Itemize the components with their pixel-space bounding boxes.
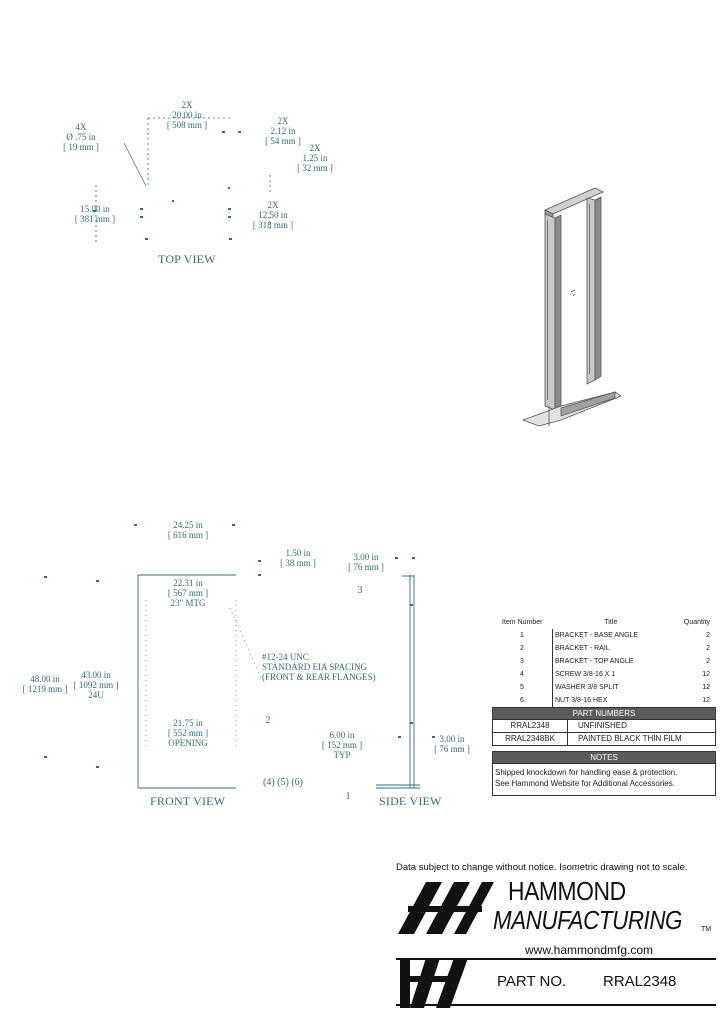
balloon-3: 3 xyxy=(357,585,363,596)
brand-name-line2: MANUFACTURING xyxy=(493,905,683,935)
divider xyxy=(396,958,716,960)
item-number: 6 xyxy=(520,697,524,704)
dim-6-00: 6.00 in[ 152 mm ]TYP xyxy=(321,730,363,760)
brand-name-line1: HAMMOND xyxy=(508,876,626,906)
item-number: 1 xyxy=(520,632,524,639)
item-number: 2 xyxy=(520,645,524,652)
items-table: Item Number Title Quantity 1 BRACKET - B… xyxy=(492,616,716,707)
disclaimer: Data subject to change without notice. I… xyxy=(396,862,688,873)
notes-header: NOTES xyxy=(492,751,716,764)
part-number: RRAL2348 xyxy=(493,720,568,732)
item-number: 3 xyxy=(520,658,524,665)
dim-height: 48.00 in[ 1219 mm ] xyxy=(22,674,68,694)
hammond-small-logo-icon xyxy=(400,958,468,1008)
item-title: BRACKET - BASE ANGLE xyxy=(552,629,669,642)
note-line: See Hammond Website for Additional Acces… xyxy=(495,779,675,788)
isometric-rack-illustration xyxy=(521,187,622,427)
front-side-view-drawing xyxy=(44,524,435,789)
header-item-number: Item Number xyxy=(502,619,543,626)
dim-rack-units: 43.00 in[ 1092 mm ]24U xyxy=(73,670,119,700)
item-quantity: 2 xyxy=(706,645,710,652)
item-quantity: 12 xyxy=(702,697,710,704)
top-view-drawing xyxy=(93,117,271,245)
part-number-row: RRAL2348 UNFINISHED xyxy=(492,720,716,733)
part-number-label: PART NO. xyxy=(497,973,567,990)
table-row: 3 BRACKET - TOP ANGLE 2 xyxy=(492,655,716,668)
item-title: BRACKET - RAIL xyxy=(552,642,669,655)
balloon-1: 1 xyxy=(345,791,351,802)
table-row: 5 WASHER 3/8 SPLIT 12 xyxy=(492,681,716,694)
table-row: 4 SCREW 3/8-16 X 1 12 xyxy=(492,668,716,681)
item-title: BRACKET - TOP ANGLE xyxy=(552,655,669,668)
hammond-logo-icon xyxy=(398,882,494,934)
header-quantity: Quantity xyxy=(683,619,710,626)
item-quantity: 12 xyxy=(702,671,710,678)
note-line: Shipped knockdown for handling ease & pr… xyxy=(495,768,678,777)
header-title: Title xyxy=(604,619,618,626)
item-quantity: 2 xyxy=(706,658,710,665)
part-number-value: RRAL2348 xyxy=(603,973,677,990)
table-row: 1 BRACKET - BASE ANGLE 2 xyxy=(492,629,716,642)
item-quantity: 2 xyxy=(706,632,710,639)
balloon-2: 2 xyxy=(265,715,271,726)
part-finish: PAINTED BLACK THIN FILM xyxy=(578,734,682,743)
dim-mtg: 22.31 in[ 567 mm ]23" MTG xyxy=(167,578,209,608)
items-header: Item Number Title Quantity xyxy=(492,616,716,629)
bottom-rule xyxy=(396,1004,716,1006)
website-link[interactable]: www.hammondmfg.com xyxy=(525,943,654,957)
table-row: 6 NUT 3/8-16 HEX 12 xyxy=(492,694,716,707)
dim-3-00-bottom: 3.00 in[ 76 mm ] xyxy=(434,734,470,754)
dim-1-50: 1.50 in[ 38 mm ] xyxy=(280,548,316,568)
bill-of-materials: Item Number Title Quantity 1 BRACKET - B… xyxy=(492,616,716,796)
part-finish: UNFINISHED xyxy=(578,721,627,730)
dim-depth: 15.00 in[ 381 mm ] xyxy=(74,204,116,224)
item-number: 4 xyxy=(520,671,524,678)
item-title: WASHER 3/8 SPLIT xyxy=(552,681,669,694)
dim-overall-width: 24.25 in[ 616 mm ] xyxy=(167,520,209,540)
side-view-label: SIDE VIEW xyxy=(379,794,442,808)
dim-opening: 21.75 in[ 552 mm ]OPENING xyxy=(167,718,209,748)
balloons-hardware: (4) (5) (6) xyxy=(262,777,304,788)
front-view-label: FRONT VIEW xyxy=(150,794,226,808)
top-view-label: TOP VIEW xyxy=(158,252,216,266)
item-number: 5 xyxy=(520,684,524,691)
table-row: 2 BRACKET - RAIL 2 xyxy=(492,642,716,655)
notes-body: Shipped knockdown for handling ease & pr… xyxy=(492,764,716,796)
part-number: RRAL2348BK xyxy=(493,733,568,745)
part-numbers-header: PART NUMBERS xyxy=(492,707,716,720)
callout-eia-spacing: #12-24 UNC STANDARD EIA SPACING (FRONT &… xyxy=(262,652,376,682)
dim-3-00-top: 3.00 in[ 76 mm ] xyxy=(348,552,384,572)
item-title: SCREW 3/8-16 X 1 xyxy=(552,668,669,681)
item-quantity: 12 xyxy=(702,684,710,691)
trademark: TM xyxy=(701,926,712,933)
item-title: NUT 3/8-16 HEX xyxy=(552,694,669,707)
part-number-row: RRAL2348BK PAINTED BLACK THIN FILM xyxy=(492,733,716,746)
